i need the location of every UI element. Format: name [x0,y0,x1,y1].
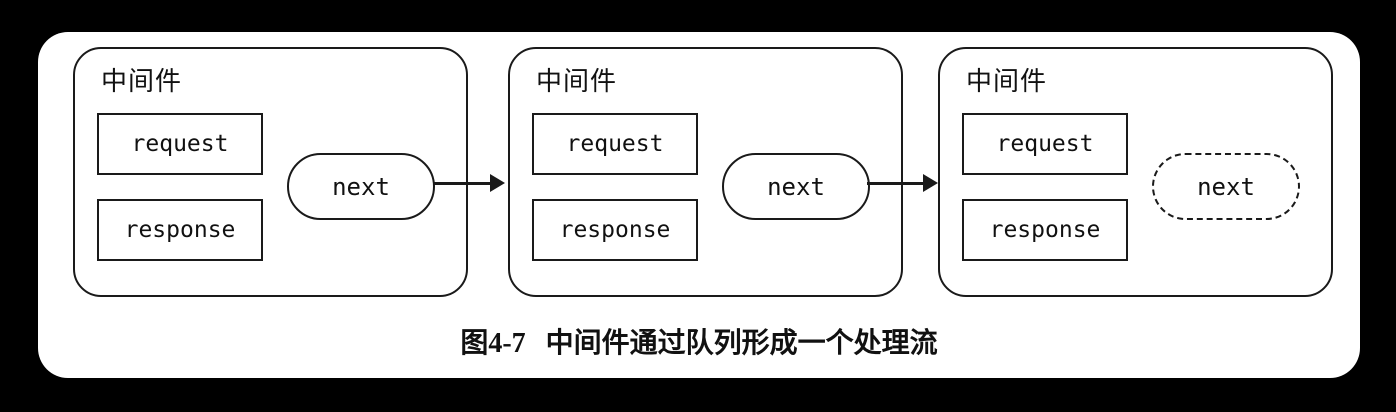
middleware-title: 中间件 [101,66,183,96]
response-box: response [532,199,698,261]
next-capsule: next [722,153,870,220]
arrow-shaft [433,182,493,185]
figure-caption-label: 图4-7 [460,328,526,359]
middleware-box-1: 中间件 request response next [73,47,468,297]
next-capsule-dashed: next [1152,153,1300,220]
response-box: response [97,199,263,261]
middleware-title: 中间件 [966,66,1048,96]
request-box: request [962,113,1128,175]
arrow-right-icon [923,174,938,192]
figure-card: 中间件 request response next 中间件 request re… [38,32,1360,378]
middleware-title: 中间件 [536,66,618,96]
flow-arrow-1 [433,174,505,192]
request-box: request [97,113,263,175]
response-box: response [962,199,1128,261]
middleware-box-3: 中间件 request response next [938,47,1333,297]
request-box: request [532,113,698,175]
next-capsule: next [287,153,435,220]
middleware-box-2: 中间件 request response next [508,47,903,297]
figure-caption-text: 中间件通过队列形成一个处理流 [545,328,938,359]
figure-caption: 图4-7 中间件通过队列形成一个处理流 [38,327,1360,361]
flow-arrow-2 [867,174,938,192]
arrow-shaft [867,182,926,185]
arrow-right-icon [490,174,505,192]
